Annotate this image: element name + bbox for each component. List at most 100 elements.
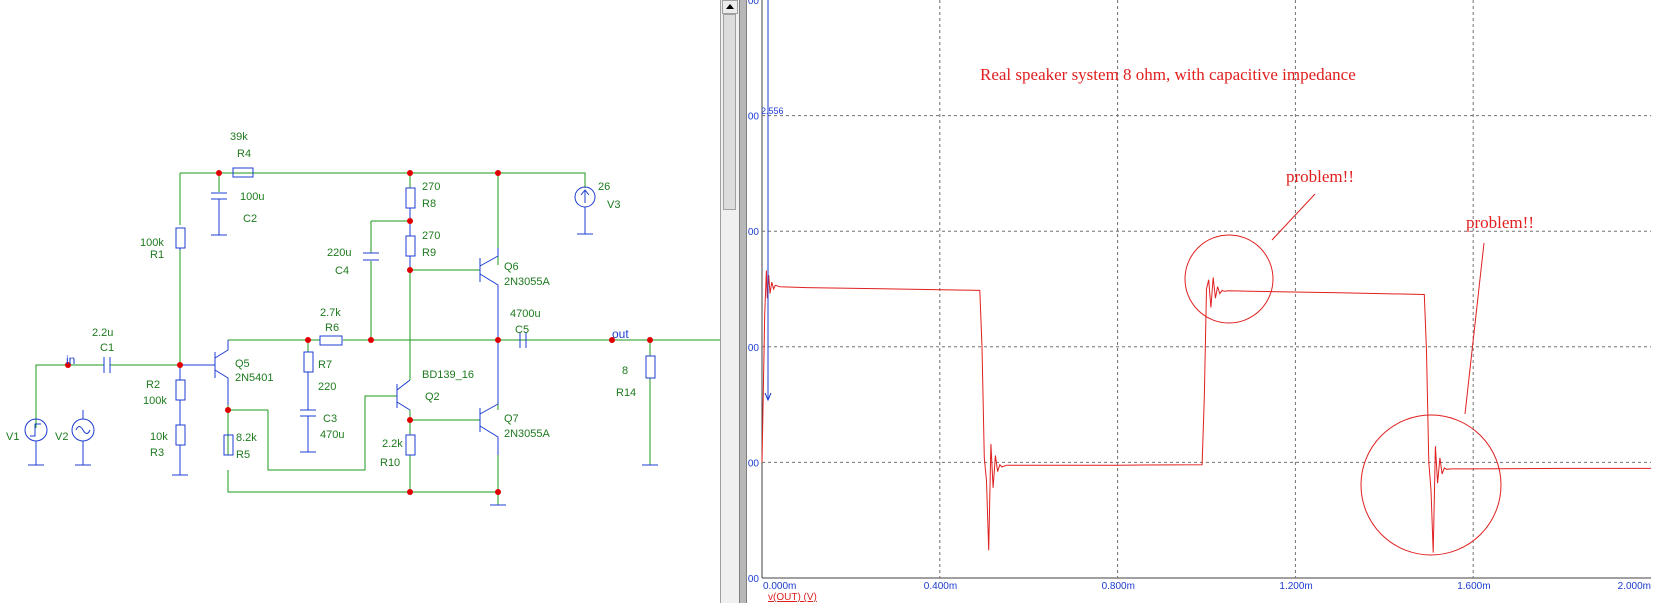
x-tick-label: 0.800m <box>1102 581 1135 592</box>
label-r10-value: 2.2k <box>382 438 403 450</box>
y-tick-label: 10.00 <box>748 0 759 7</box>
label-r14: R14 <box>616 387 636 399</box>
resistor-r2[interactable] <box>175 379 186 401</box>
transistor-q7[interactable] <box>479 340 499 455</box>
schematic-canvas[interactable]: 39k R4 100u C2 100k R1 270 R8 270 R9 26 … <box>0 0 720 603</box>
label-c1: C1 <box>100 342 114 354</box>
resistor-r9[interactable] <box>405 235 416 257</box>
label-q7: Q7 <box>504 413 519 425</box>
annotation-problem-1: problem!! <box>1286 167 1354 186</box>
transistor-q2[interactable] <box>396 379 411 411</box>
label-r4-value: 39k <box>230 131 248 143</box>
label-r9: R9 <box>422 247 436 259</box>
dc-source-v3[interactable] <box>574 186 596 235</box>
resistor-r8[interactable] <box>405 187 416 209</box>
label-r8-value: 270 <box>422 181 440 193</box>
capacitor-c4[interactable] <box>363 252 379 261</box>
trace-legend-label[interactable]: v(OUT) (V) <box>768 592 817 603</box>
transistor-q6[interactable] <box>479 248 499 340</box>
plot-grid <box>761 0 1651 579</box>
y-tick-label: 7.500 <box>748 112 759 123</box>
label-r6: R6 <box>325 322 339 334</box>
label-q7-value: 2N3055A <box>504 428 551 440</box>
label-r5-value: 8.2k <box>236 432 257 444</box>
x-tick-label: 0.000m <box>763 581 796 592</box>
resistor-r3[interactable] <box>175 424 186 446</box>
label-r1: R1 <box>150 249 164 261</box>
pane-splitter[interactable] <box>739 0 747 603</box>
wires-green <box>35 172 720 505</box>
label-r10: R10 <box>380 457 400 469</box>
label-r7: R7 <box>318 359 332 371</box>
label-c1-value: 2.2u <box>92 327 113 339</box>
label-r6-value: 2.7k <box>320 307 341 319</box>
x-tick-label: 1.600m <box>1457 581 1490 592</box>
label-c2-value: 100u <box>240 191 264 203</box>
label-r3-value: 10k <box>150 431 168 443</box>
resistor-r4[interactable] <box>232 167 254 178</box>
label-v2: V2 <box>55 431 68 443</box>
label-v1: V1 <box>6 431 19 443</box>
label-c3-value: 470u <box>320 429 344 441</box>
label-r9-value: 270 <box>422 230 440 242</box>
resistor-r6[interactable] <box>319 335 343 346</box>
cursor-arrow-icon <box>764 392 772 402</box>
label-q6-value: 2N3055A <box>504 276 551 288</box>
capacitor-c3[interactable] <box>300 372 316 453</box>
x-tick-label: 1.200m <box>1279 581 1312 592</box>
label-c5-value: 4700u <box>510 308 541 320</box>
resistor-r5[interactable] <box>223 434 234 456</box>
resistor-r14[interactable] <box>645 355 656 379</box>
label-r4: R4 <box>237 148 251 160</box>
trace-vout[interactable] <box>761 270 1651 553</box>
annotation-title: Real speaker system 8 ohm, with capaciti… <box>980 65 1356 84</box>
label-q5-value: 2N5401 <box>235 372 274 384</box>
resistor-r1[interactable] <box>175 227 186 249</box>
label-r8: R8 <box>422 198 436 210</box>
y-axis-ticks: 10.00 7.500 5.000 2.500 0.000 -2.500 <box>748 0 759 585</box>
label-c2: C2 <box>243 213 257 225</box>
label-r14-value: 8 <box>622 365 628 377</box>
waveform-plot[interactable]: 10.007.5005.0002.5000.000-2.500 0.000m0.… <box>748 0 1653 603</box>
junction-dots <box>65 170 653 495</box>
y-tick-label: 2.500 <box>748 343 759 354</box>
label-r5: R5 <box>236 449 250 461</box>
x-tick-label: 0.400m <box>924 581 957 592</box>
x-axis-ticks: 0.000m 0.400m 0.800m 1.200m 1.600m 2.000m <box>763 581 1651 592</box>
label-c3: C3 <box>323 413 337 425</box>
label-q2: Q2 <box>425 391 440 403</box>
net-label-in: in <box>66 353 75 367</box>
label-r1-value: 100k <box>140 237 164 249</box>
x-tick-label: 2.000m <box>1618 581 1651 592</box>
label-q6: Q6 <box>504 261 519 273</box>
cursor-value: 2.556 <box>761 106 784 116</box>
label-c4-value: 220u <box>327 247 351 259</box>
label-q2-value: BD139_16 <box>422 369 474 381</box>
resistor-r7[interactable] <box>303 351 314 373</box>
label-c5: C5 <box>515 324 529 336</box>
transistor-q5[interactable] <box>180 340 229 405</box>
capacitor-c1[interactable] <box>103 357 111 373</box>
label-v3-value: 26 <box>598 181 610 193</box>
label-v3: V3 <box>607 199 620 211</box>
label-r2-value: 100k <box>143 395 167 407</box>
net-label-out: out <box>612 327 629 341</box>
label-c4: C4 <box>335 265 349 277</box>
scroll-thumb[interactable] <box>723 14 736 210</box>
label-r7-value: 220 <box>318 381 336 393</box>
sine-source-v2[interactable] <box>71 410 95 466</box>
annotation-marks <box>1184 193 1502 556</box>
label-r2: R2 <box>146 379 160 391</box>
label-q5: Q5 <box>235 358 250 370</box>
label-r3: R3 <box>150 447 164 459</box>
annotation-problem-2: problem!! <box>1466 213 1534 232</box>
resistor-r10[interactable] <box>405 434 416 456</box>
pulse-source-v1[interactable] <box>24 418 48 466</box>
capacitor-c2[interactable] <box>211 192 227 236</box>
y-tick-label: 5.000 <box>748 227 759 238</box>
scroll-up-arrow-icon[interactable] <box>722 0 738 14</box>
y-tick-label: -2.500 <box>748 574 759 585</box>
capacitor-c5[interactable] <box>519 332 527 348</box>
y-tick-label: 0.000 <box>748 458 759 469</box>
vertical-scrollbar[interactable] <box>720 0 739 603</box>
